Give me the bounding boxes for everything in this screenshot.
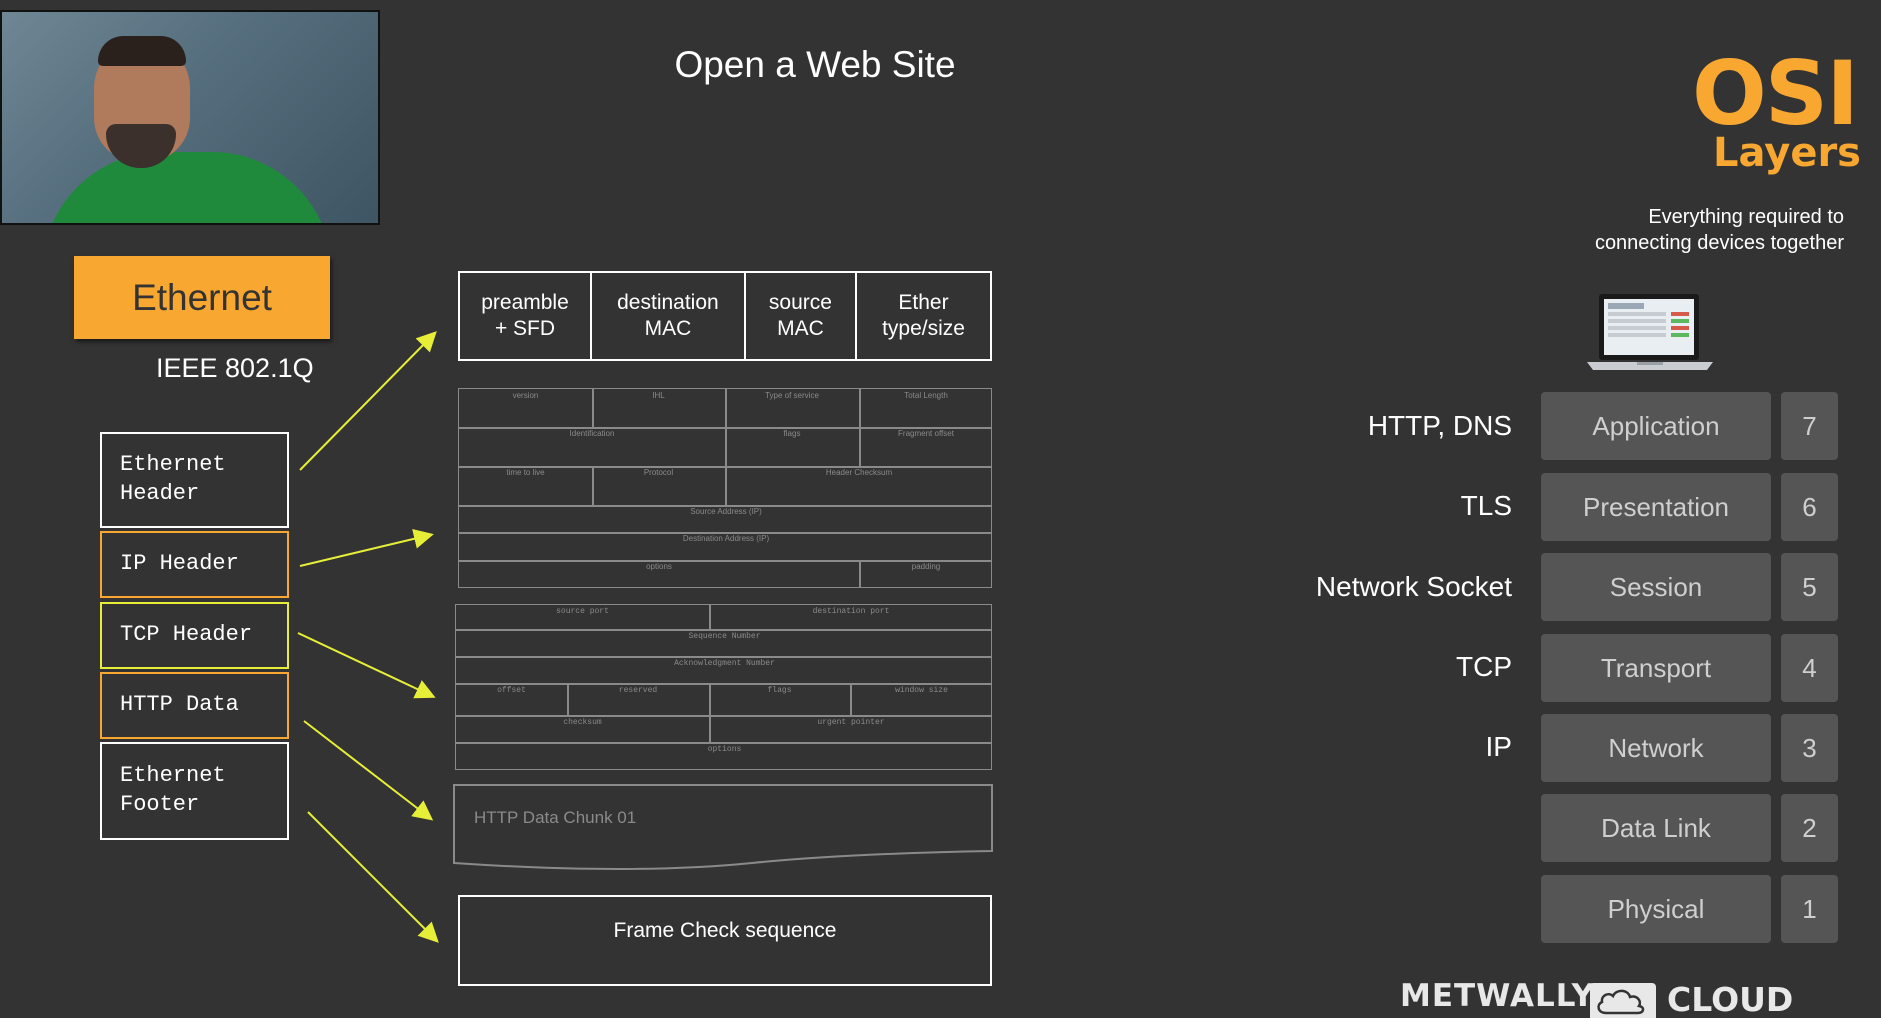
- tcp-field-flags: flags: [767, 686, 792, 695]
- frame-check-sequence: Frame Check sequence: [458, 895, 992, 986]
- ethernet-frame-header: preamble + SFD destination MAC source MA…: [458, 271, 992, 361]
- osi-layer-number-3: 3: [1781, 714, 1838, 782]
- brand-metwally: METWALLY: [1400, 978, 1596, 1014]
- ip-header-diagram: version IHL Type of service Total Length…: [458, 388, 992, 588]
- tcp-field-ack-number: Acknowledgment Number: [674, 659, 775, 668]
- ip-field-ttl: time to live: [506, 468, 545, 477]
- protocol-label-6: TLS: [1460, 490, 1512, 521]
- arrow-ethernet-footer: [307, 811, 439, 943]
- ip-field-total-length: Total Length: [904, 391, 948, 400]
- osi-layer-network: Network: [1541, 714, 1771, 782]
- arrow-http-data: [303, 720, 434, 821]
- stack-ethernet-footer: Ethernet Footer: [100, 742, 289, 840]
- osi-layer-number-4: 4: [1781, 634, 1838, 702]
- osi-layer-number-2: 2: [1781, 794, 1838, 862]
- osi-layer-number-5: 5: [1781, 553, 1838, 621]
- ip-field-checksum: Header Checksum: [825, 468, 893, 477]
- stack-tcp-header: TCP Header: [100, 602, 289, 669]
- ip-field-tos: Type of service: [765, 391, 819, 400]
- tcp-header-diagram: source port destination port Sequence Nu…: [455, 604, 992, 770]
- ip-field-ihl: IHL: [652, 391, 665, 400]
- ip-field-padding: padding: [911, 562, 941, 571]
- osi-layer-number-1: 1: [1781, 875, 1838, 943]
- osi-layer-data-link: Data Link: [1541, 794, 1771, 862]
- arrow-ip-header: [299, 528, 434, 567]
- ip-field-version: version: [512, 391, 539, 400]
- frame-source-mac: source MAC: [746, 273, 858, 359]
- ip-field-destination-address: Destination Address (IP): [682, 534, 770, 543]
- tcp-field-urgent-pointer: urgent pointer: [817, 718, 885, 727]
- arrow-tcp-header: [297, 632, 436, 699]
- osi-description: Everything required to connecting device…: [1594, 206, 1844, 254]
- laptop-icon: [1587, 294, 1713, 370]
- tcp-field-window-size: window size: [895, 686, 948, 695]
- frame-preamble: preamble + SFD: [460, 273, 592, 359]
- stack-http-data: HTTP Data: [100, 672, 289, 739]
- osi-layer-presentation: Presentation: [1541, 473, 1771, 541]
- protocol-label-5: Network Socket: [1315, 571, 1512, 602]
- ip-field-fragment-offset: Fragment offset: [898, 429, 954, 438]
- osi-layer-transport: Transport: [1541, 634, 1771, 702]
- tcp-field-reserved: reserved: [618, 686, 658, 695]
- tcp-field-options: options: [707, 745, 742, 754]
- tcp-field-destination-port: destination port: [812, 607, 890, 616]
- ieee-standard: IEEE 802.1Q: [156, 353, 314, 383]
- frame-ether-type: Ether type/size: [882, 290, 965, 340]
- osi-layer-session: Session: [1541, 553, 1771, 621]
- tcp-field-sequence-number: Sequence Number: [688, 632, 761, 641]
- ip-field-flags: flags: [783, 429, 801, 438]
- http-data-chunk-shape: [453, 784, 993, 870]
- osi-layer-application: Application: [1541, 392, 1771, 460]
- http-data-chunk-label: HTTP Data Chunk 01: [474, 808, 637, 827]
- ethernet-label: Ethernet: [74, 256, 330, 339]
- tcp-field-offset: offset: [497, 686, 526, 695]
- tcp-field-checksum: checksum: [563, 718, 602, 727]
- ip-field-protocol: Protocol: [643, 468, 674, 477]
- ip-field-source-address: Source Address (IP): [690, 507, 762, 516]
- cloud-icon: [1590, 983, 1656, 1018]
- ip-field-options: options: [646, 562, 672, 571]
- osi-layer-number-6: 6: [1781, 473, 1838, 541]
- protocol-label-4: TCP: [1456, 651, 1512, 682]
- ip-field-identification: Identification: [569, 429, 615, 438]
- osi-title: OSI: [1692, 42, 1859, 145]
- stack-ip-header: IP Header: [100, 531, 289, 598]
- osi-subtitle: Layers: [1713, 130, 1861, 176]
- slide-title: Open a Web Site: [674, 44, 956, 85]
- brand-cloud-native: CLOUD NATIVE: [1667, 980, 1794, 1018]
- presenter-webcam: [0, 10, 380, 225]
- osi-layer-physical: Physical: [1541, 875, 1771, 943]
- frame-destination-mac: destination MAC: [592, 273, 746, 359]
- protocol-label-3: IP: [1485, 731, 1512, 762]
- tcp-field-source-port: source port: [556, 607, 609, 616]
- osi-layer-number-7: 7: [1781, 392, 1838, 460]
- stack-ethernet-header: Ethernet Header: [100, 432, 289, 528]
- protocol-label-7: HTTP, DNS: [1367, 410, 1512, 441]
- arrow-ethernet-header: [299, 331, 437, 471]
